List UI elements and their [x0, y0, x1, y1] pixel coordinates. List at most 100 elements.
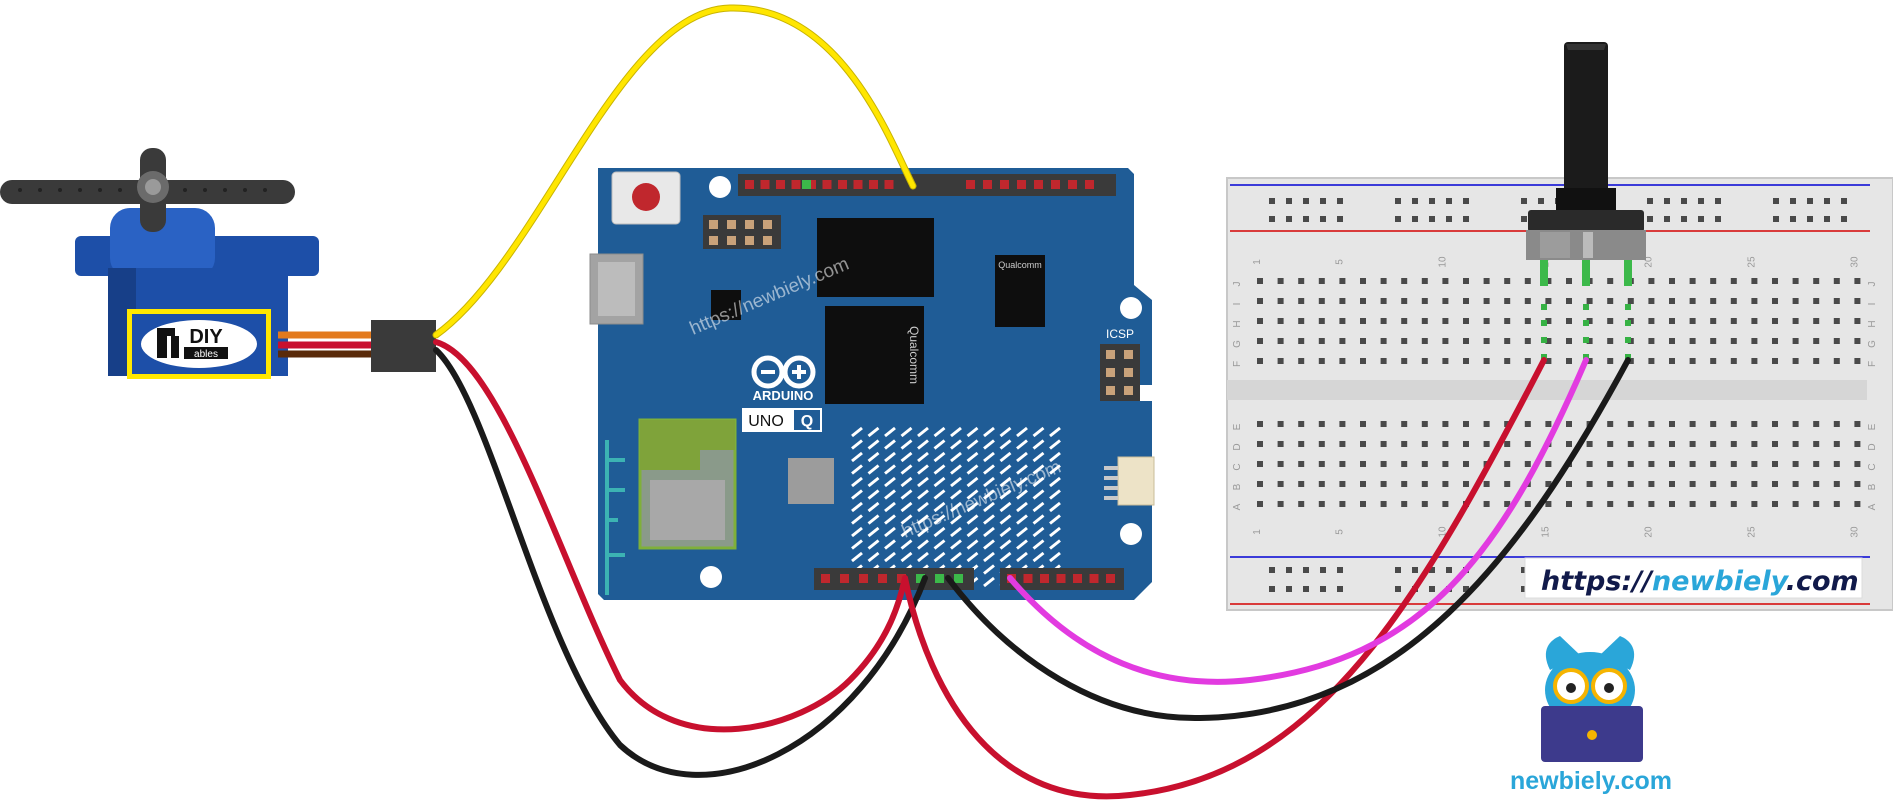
url-suffix: .com [1786, 566, 1859, 597]
breadboard-column-number: 1 [1252, 529, 1263, 535]
wifi-module-shield [650, 480, 725, 540]
header-bottom-left [814, 568, 974, 590]
potentiometer-pin-1 [1540, 260, 1548, 286]
potentiometer-nut [1528, 210, 1644, 232]
breadboard-column-number: 20 [1643, 526, 1654, 538]
breadboard-column-number: 15 [1540, 526, 1551, 538]
header-top-pins [745, 180, 1094, 189]
antenna-traces [605, 440, 625, 595]
diyables-ables-bg [184, 347, 228, 359]
breadboard-row-letter: E [1232, 423, 1243, 430]
chip-small-left [711, 290, 741, 320]
arduino-logo [751, 355, 816, 389]
mounting-hole-1 [709, 176, 731, 198]
reset-button-cap [632, 183, 660, 211]
breadboard-column-number: 5 [1334, 529, 1345, 535]
usb-connector-inner [598, 262, 635, 316]
url-box-bg [1524, 557, 1863, 599]
breadboard-column-number: 5 [1334, 259, 1345, 265]
breadboard-row-letter: J [1867, 282, 1878, 287]
breadboard-column-number: 30 [1849, 256, 1860, 268]
breadboard-row-letter: C [1232, 463, 1243, 470]
breadboard-column-number: 25 [1746, 256, 1757, 268]
diyables-logo-subtext: ables [194, 349, 218, 360]
servo-connector [371, 320, 436, 372]
diyables-logo-text: DIY [189, 326, 223, 348]
chip-qualcomm-large-label: Qualcomm [907, 326, 921, 384]
servo-motor: DIY ables [0, 148, 436, 379]
newbiely-url-text: https://newbiely.com [1541, 566, 1859, 597]
breadboard-row-letter: G [1232, 340, 1243, 348]
servo-horn [0, 148, 295, 232]
potentiometer-shaft [1564, 42, 1608, 192]
breadboard-row-letter: A [1867, 503, 1878, 510]
breadboard-row-letter: A [1232, 503, 1243, 510]
breadboard-labels: 115510101515202025253030JJIIHHGGFFEEDDCC… [1232, 256, 1878, 538]
component-square [788, 458, 834, 504]
breadboard-row-letter: E [1867, 423, 1878, 430]
breadboard-row-letter: D [1232, 443, 1243, 450]
breadboard-row-letter: F [1867, 361, 1878, 367]
wifi-module-label-area [640, 420, 735, 470]
icsp-header-pins [1106, 350, 1133, 395]
wires [432, 4, 1631, 800]
url-prefix: https:// [1541, 566, 1654, 597]
breadboard-row-letter: J [1232, 282, 1243, 287]
wire-red-pot-power [902, 357, 1547, 800]
breadboard-row-letter: B [1232, 483, 1243, 490]
breadboard-row-letter: G [1867, 340, 1878, 348]
q-label: Q [801, 413, 813, 430]
mascot-laptop-logo [1587, 730, 1597, 740]
q-badge-bg [794, 410, 820, 430]
servo-top-gear-housing [110, 208, 215, 278]
wire-black-servo-ground [433, 347, 928, 778]
mounting-hole-4 [700, 566, 722, 588]
wire-black-pot-ground [945, 357, 1631, 722]
icsp-side-tab [1140, 385, 1152, 401]
newbiely-url-box: https://newbiely.com [1524, 557, 1863, 599]
potentiometer-pin-2 [1582, 260, 1590, 286]
side-connector-pins [1104, 466, 1118, 500]
breadboard-row-letter: D [1867, 443, 1878, 450]
wire-red-servo-power [433, 339, 908, 733]
mounting-hole-3 [1120, 523, 1142, 545]
breadboard-row-letter: H [1867, 320, 1878, 327]
breadboard-row-letter: I [1867, 303, 1878, 306]
url-domain: newbiely [1652, 566, 1790, 597]
newbiely-mascot: newbiely.com [1510, 636, 1672, 795]
potentiometer-pin-3 [1624, 260, 1632, 286]
arduino-brand-label: ARDUINO [753, 388, 814, 403]
mascot-ear-right [1600, 636, 1635, 670]
chip-qualcomm-large [825, 306, 924, 404]
wire-magenta-pot-signal [1007, 357, 1589, 685]
uno-label: UNO [748, 413, 784, 430]
mascot-pupil-right [1604, 683, 1614, 693]
mascot-ear-left [1545, 636, 1580, 670]
icsp-label: ICSP [1106, 327, 1134, 341]
breadboard-row-letter: C [1867, 463, 1878, 470]
header-2x4-pins [709, 220, 772, 245]
breadboard-column-number: 30 [1849, 526, 1860, 538]
mascot-pupil-left [1566, 683, 1576, 693]
header-top [738, 174, 1116, 196]
breadboard-row-letter: H [1232, 320, 1243, 327]
potentiometer [1526, 42, 1646, 360]
pot-body-shade [1540, 232, 1570, 258]
pot-body-highlight [1583, 232, 1593, 258]
breadboard-row-letter: I [1232, 303, 1243, 306]
chip-qualcomm-small-label: Qualcomm [998, 260, 1042, 270]
breadboard-column-number: 20 [1643, 256, 1654, 268]
chip-qualcomm-small [995, 255, 1045, 327]
breadboard-row-letter: F [1232, 361, 1243, 367]
wire-yellow-signal [433, 5, 916, 338]
breadboard-center-channel [1227, 380, 1867, 400]
side-connector [1117, 456, 1155, 506]
arduino-uno-q-board: Qualcomm Qualcomm ARDUINO UNO Q ICSP [589, 168, 1155, 600]
mounting-hole-2 [1120, 297, 1142, 319]
diyables-logo-mark [157, 328, 179, 358]
breadboard-column-number: 10 [1437, 256, 1448, 268]
potentiometer-collar [1556, 188, 1616, 210]
breadboard-column-number: 10 [1437, 526, 1448, 538]
breadboard-column-number: 25 [1746, 526, 1757, 538]
